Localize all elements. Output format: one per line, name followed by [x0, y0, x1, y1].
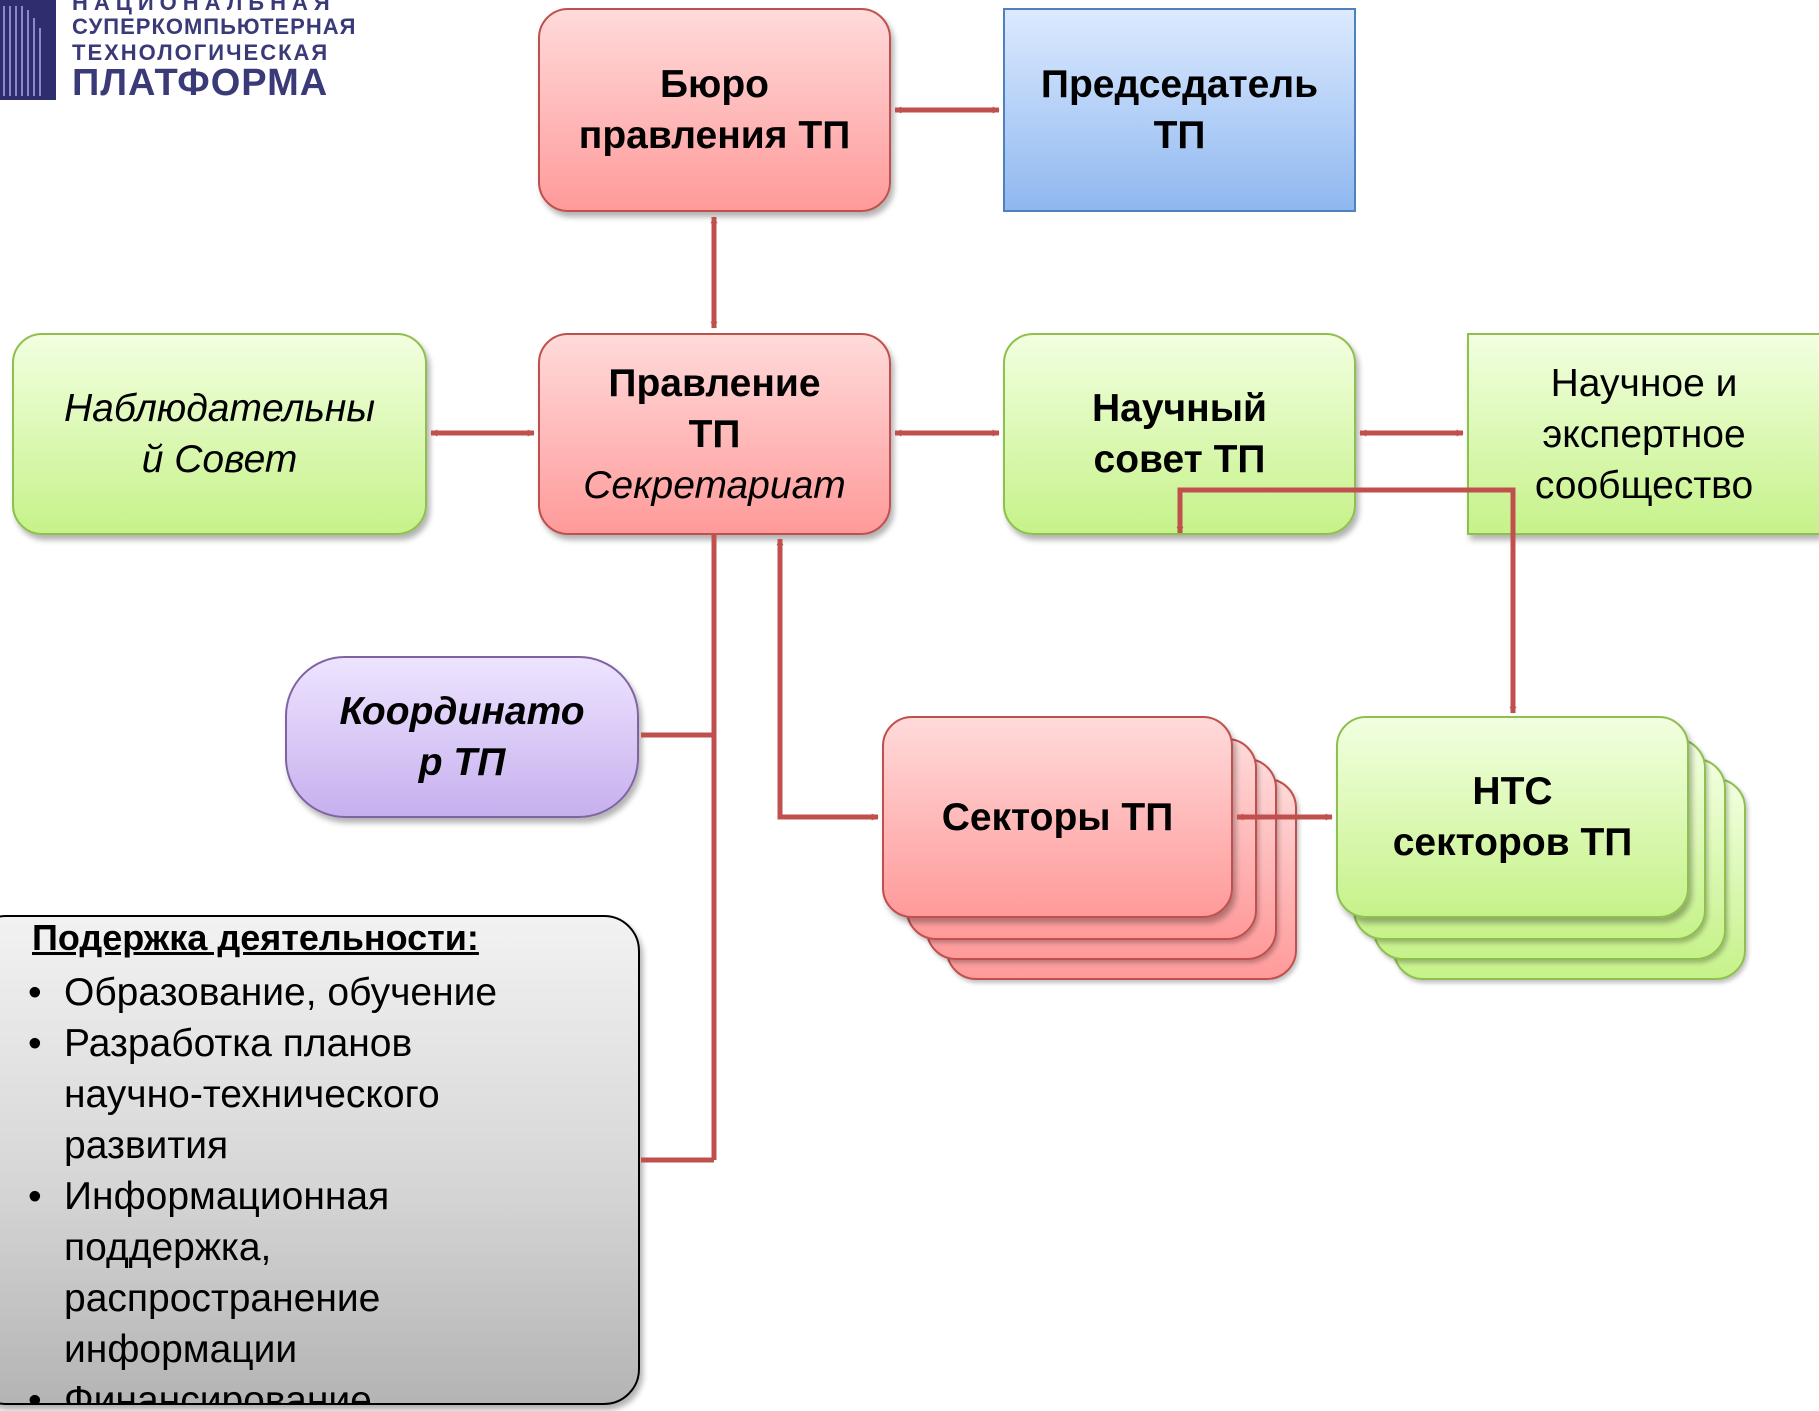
chairman-line-2: ТП: [1153, 114, 1206, 157]
bureau-node: Бюро правления ТП: [538, 8, 891, 212]
expert-community-node: Научное и экспертное сообщество: [1467, 333, 1819, 535]
support-activities-box: Подержка деятельности: Образование, обуч…: [0, 915, 640, 1405]
science-council-line-1: Научный: [1091, 387, 1268, 430]
supervisory-line-2: й Совет: [141, 438, 298, 481]
logo-line-4: ПЛАТФОРМА: [72, 62, 329, 104]
board-subtitle: Секретариат: [583, 463, 846, 507]
expert-line-3: сообщество: [1534, 463, 1754, 507]
expert-line-2: экспертное: [1542, 412, 1746, 456]
support-list: Образование, обучение Разработка планов …: [28, 967, 524, 1403]
board-title-line-1: Правление: [608, 361, 821, 405]
coordinator-line-2: р ТП: [418, 741, 506, 784]
support-title: Подержка деятельности:: [32, 917, 479, 958]
ntc-line-2: секторов ТП: [1392, 821, 1633, 864]
logo-line-3: ТЕХНОЛОГИЧЕСКАЯ: [72, 40, 330, 65]
supervisory-council-node: Наблюдательны й Совет: [12, 333, 427, 535]
board-title-line-2: ТП: [688, 412, 741, 456]
arrow-board-sectors: [776, 538, 879, 821]
support-item-financing: Финансирование: [28, 1375, 524, 1403]
logo-emblem-icon: [0, 0, 56, 100]
logo-line-2: СУПЕРКОМПЬЮТЕРНАЯ: [72, 14, 357, 39]
ntc-sectors-node: НТС секторов ТП: [1336, 716, 1689, 918]
expert-line-1: Научное и: [1550, 361, 1738, 405]
platform-logo: НАЦИОНАЛЬНАЯ СУПЕРКОМПЬЮТЕРНАЯ ТЕХНОЛОГИ…: [0, 0, 360, 110]
support-item-plans: Разработка планов научно-технического ра…: [28, 1018, 524, 1171]
coordinator-node: Координато р ТП: [285, 656, 639, 818]
sectors-label: Секторы ТП: [941, 795, 1174, 839]
board-node: Правление ТП Секретариат: [538, 333, 891, 535]
logo-line-1: НАЦИОНАЛЬНАЯ: [72, 0, 336, 15]
support-item-information: Информационная поддержка, распространени…: [28, 1171, 524, 1375]
support-item-education: Образование, обучение: [28, 967, 524, 1018]
supervisory-line-1: Наблюдательны: [63, 387, 376, 430]
chairman-node: Председатель ТП: [1003, 8, 1356, 212]
chairman-line-1: Председатель: [1040, 63, 1319, 106]
bureau-line-2: правления ТП: [578, 114, 851, 157]
ntc-line-1: НТС: [1472, 770, 1553, 813]
arrow-expert-loop: [1176, 487, 1517, 714]
bureau-line-1: Бюро: [660, 63, 769, 106]
science-council-line-2: совет ТП: [1093, 438, 1266, 481]
sectors-node: Секторы ТП: [882, 716, 1233, 918]
coordinator-line-1: Координато: [339, 690, 585, 733]
